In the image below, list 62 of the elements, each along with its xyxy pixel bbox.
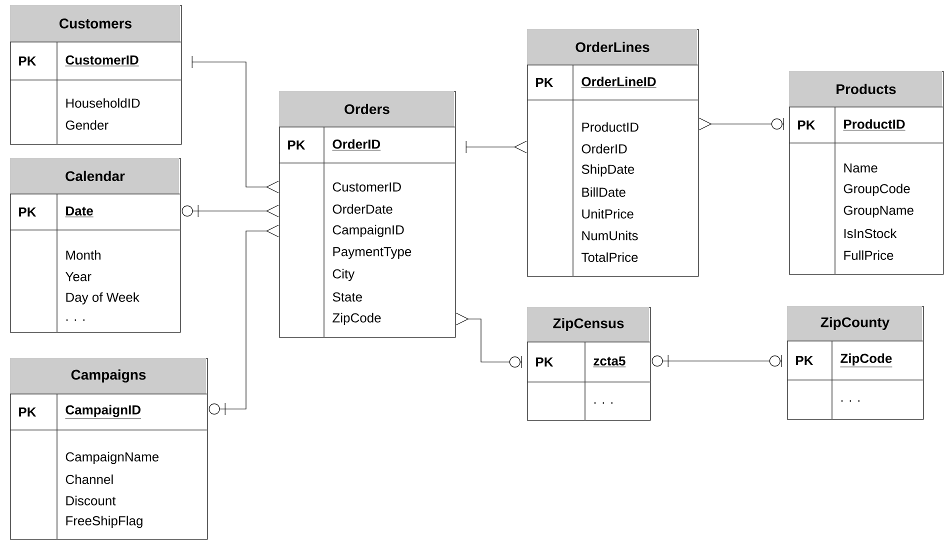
key-label: PK — [19, 408, 36, 416]
field-name: ShipDate — [582, 164, 634, 176]
field-name: Channel — [66, 474, 113, 484]
table-title: OrderLines — [576, 42, 650, 52]
field-name: HouseholdID — [66, 98, 140, 108]
field-name: BillDate — [582, 187, 626, 197]
field-name: . . . — [594, 402, 612, 404]
table-title: ZipCensus — [553, 318, 624, 332]
field-name: ZipCode — [332, 312, 381, 326]
table-title: Campaigns — [71, 369, 146, 383]
key-label: PK — [19, 208, 36, 216]
field-name: Year — [66, 272, 92, 282]
key-label: PK — [288, 140, 306, 150]
field-name: Discount — [66, 496, 116, 506]
key-label: PK — [536, 78, 554, 87]
field-name: GroupCode — [844, 184, 910, 196]
field-name: Name — [844, 163, 878, 173]
primary-key: zcta5 — [593, 356, 626, 368]
relationship-line — [192, 56, 279, 194]
field-name: UnitPrice — [582, 209, 634, 219]
primary-key: OrderLineID — [581, 76, 657, 88]
relationship-line — [208, 224, 279, 416]
primary-key: CampaignID — [65, 404, 142, 419]
field-name: IsInStock — [844, 228, 897, 238]
key-label: PK — [19, 56, 36, 66]
field-name: FreeShipFlag — [66, 516, 142, 528]
key-label: PK — [796, 356, 814, 365]
field-name: CustomerID — [332, 182, 401, 192]
field-name: Day of Week — [66, 292, 140, 304]
primary-key: Date — [65, 206, 94, 218]
table-title: Orders — [344, 104, 390, 114]
field-name: State — [332, 292, 362, 302]
relationship-line — [652, 354, 782, 368]
field-name: Month — [66, 250, 100, 260]
field-name: CampaignName — [66, 452, 159, 464]
table-title: Customers — [60, 18, 132, 28]
relationship-line — [466, 140, 527, 154]
table-title: Calendar — [66, 170, 125, 182]
primary-key: ProductID — [843, 119, 906, 130]
field-name: OrderID — [582, 144, 627, 154]
field-name: . . . — [841, 400, 860, 402]
field-name: . . . — [66, 319, 84, 321]
primary-key: OrderID — [332, 139, 381, 150]
field-name: CampaignID — [332, 224, 404, 238]
primary-key: CustomerID — [65, 55, 140, 66]
field-name: GroupName — [844, 206, 914, 218]
primary-key: ZipCode — [840, 353, 892, 368]
field-name: ProductID — [582, 122, 638, 132]
table-title: ZipCounty — [820, 316, 890, 330]
field-name: Gender — [66, 120, 108, 130]
field-name: OrderDate — [332, 204, 392, 214]
relationship-line — [182, 204, 279, 218]
field-name: TotalPrice — [582, 252, 638, 262]
field-name: PaymentType — [333, 247, 412, 259]
relationship-line — [698, 118, 784, 130]
field-name: FullPrice — [844, 250, 894, 260]
field-name: City — [332, 268, 355, 282]
key-label: PK — [536, 358, 554, 366]
relationship-line — [456, 312, 522, 368]
key-label: PK — [798, 120, 816, 130]
field-name: NumUnits — [582, 230, 638, 240]
table-title: Products — [836, 84, 896, 94]
